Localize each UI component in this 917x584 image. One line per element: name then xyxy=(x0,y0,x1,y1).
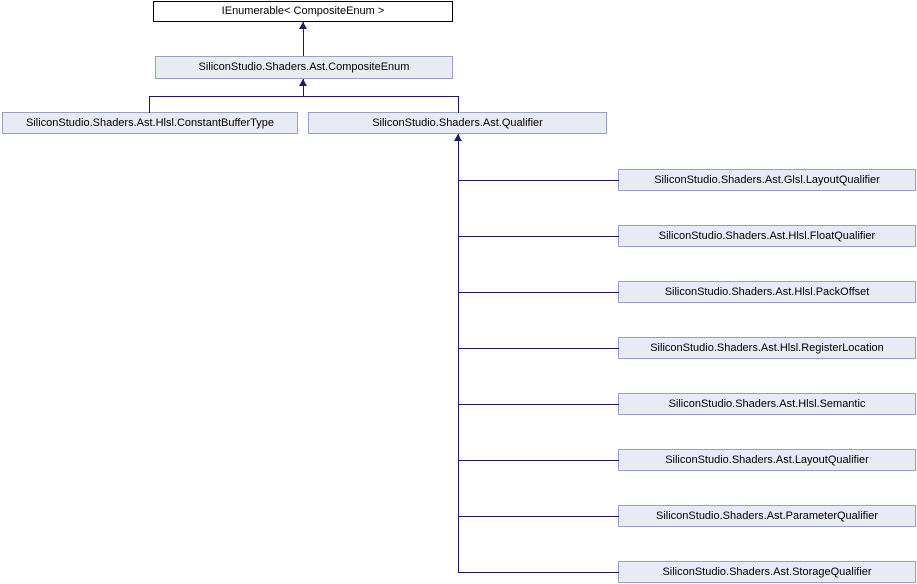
edge-line xyxy=(458,236,619,237)
node-qualifier[interactable]: SiliconStudio.Shaders.Ast.Qualifier xyxy=(308,112,607,134)
edge-line xyxy=(149,96,459,97)
node-glsl-layout-qualifier[interactable]: SiliconStudio.Shaders.Ast.Glsl.LayoutQua… xyxy=(618,169,916,191)
edge-line xyxy=(458,572,619,573)
edge-line xyxy=(458,404,619,405)
node-ienumerable-compositeenum: IEnumerable< CompositeEnum > xyxy=(153,1,453,22)
edge-line xyxy=(458,134,459,573)
edge-line xyxy=(303,79,304,97)
edge-line xyxy=(458,292,619,293)
inheritance-arrow-up-icon xyxy=(299,22,307,29)
edge-line xyxy=(458,180,619,181)
node-hlsl-float-qualifier[interactable]: SiliconStudio.Shaders.Ast.Hlsl.FloatQual… xyxy=(618,225,916,247)
node-storage-qualifier[interactable]: SiliconStudio.Shaders.Ast.StorageQualifi… xyxy=(618,561,916,583)
node-hlsl-constant-buffer-type[interactable]: SiliconStudio.Shaders.Ast.Hlsl.ConstantB… xyxy=(2,112,298,134)
edge-line xyxy=(458,348,619,349)
node-layout-qualifier[interactable]: SiliconStudio.Shaders.Ast.LayoutQualifie… xyxy=(618,449,916,471)
node-hlsl-pack-offset[interactable]: SiliconStudio.Shaders.Ast.Hlsl.PackOffse… xyxy=(618,281,916,303)
edge-line xyxy=(149,96,150,113)
edge-line xyxy=(458,96,459,113)
node-hlsl-register-location[interactable]: SiliconStudio.Shaders.Ast.Hlsl.RegisterL… xyxy=(618,337,916,359)
node-composite-enum[interactable]: SiliconStudio.Shaders.Ast.CompositeEnum xyxy=(155,56,453,79)
edge-line xyxy=(458,516,619,517)
node-parameter-qualifier[interactable]: SiliconStudio.Shaders.Ast.ParameterQuali… xyxy=(618,505,916,527)
edge-line xyxy=(458,460,619,461)
node-hlsl-semantic[interactable]: SiliconStudio.Shaders.Ast.Hlsl.Semantic xyxy=(618,393,916,415)
edge-line xyxy=(303,22,304,56)
inheritance-arrow-up-icon xyxy=(299,79,307,86)
